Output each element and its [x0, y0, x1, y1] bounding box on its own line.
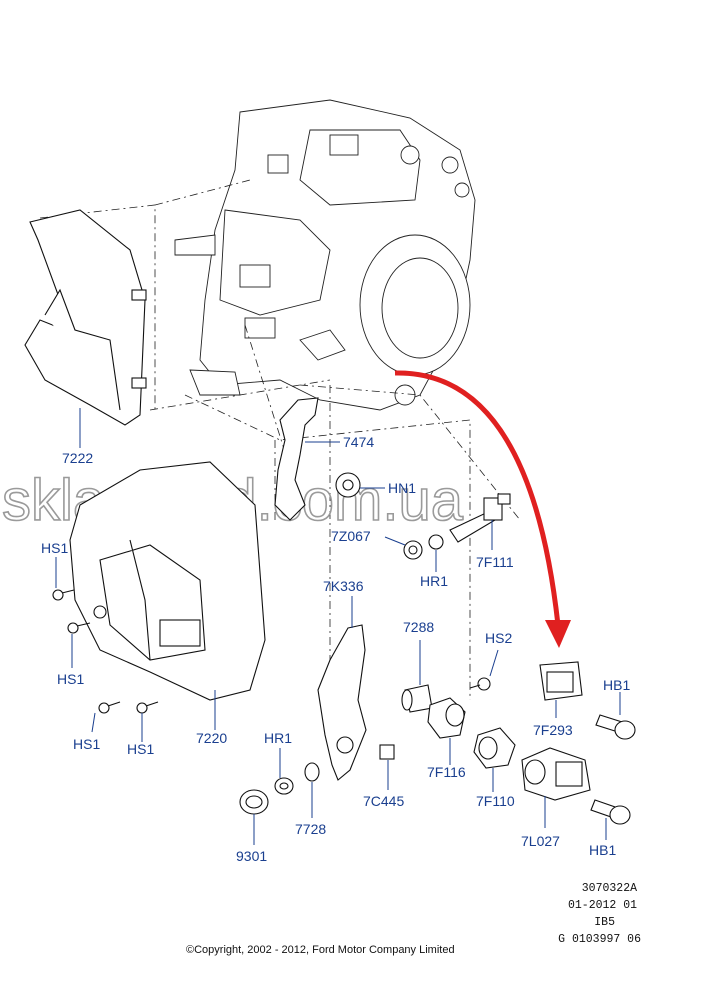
label-hs2: HS2	[485, 630, 512, 646]
ring-7728	[304, 762, 320, 782]
ref-code-line-3: IB5	[594, 916, 615, 929]
bolt-hb1-top	[595, 714, 636, 740]
label-7288: 7288	[403, 619, 434, 635]
label-9301: 9301	[236, 848, 267, 864]
label-7222: 7222	[62, 450, 93, 466]
label-7220: 7220	[196, 730, 227, 746]
label-hs1-c: HS1	[73, 736, 100, 752]
label-7f293: 7F293	[533, 722, 573, 738]
ref-code-line-2: 01-2012 01	[568, 899, 637, 912]
ref-code-line-1: 3070322A	[582, 882, 637, 895]
clip-hr1-bottom	[274, 777, 294, 795]
bolt-hs1-d	[136, 701, 159, 714]
label-7728: 7728	[295, 821, 326, 837]
part-7222-cover	[24, 209, 147, 426]
part-7220-shield	[69, 461, 266, 701]
bolt-hs2	[469, 677, 491, 691]
bolt-hs1-c	[98, 701, 121, 714]
label-hs1-d: HS1	[127, 741, 154, 757]
label-hs1-a: HS1	[41, 540, 68, 556]
ref-code-line-4: G 0103997 06	[558, 933, 641, 946]
part-7f110	[473, 727, 516, 769]
transmission-housing	[174, 99, 476, 411]
label-7k336: 7K336	[323, 578, 364, 594]
sensor-7l027	[521, 747, 591, 801]
washer-7z067	[403, 540, 423, 560]
label-7l027: 7L027	[521, 833, 560, 849]
seal-9301	[239, 789, 269, 815]
label-7f116: 7F116	[427, 764, 466, 780]
label-hs1-b: HS1	[57, 671, 84, 687]
clip-hr1-top	[428, 534, 444, 550]
nut-hn1	[335, 472, 361, 498]
label-7f111: 7F111	[476, 554, 514, 570]
label-hr1-bottom: HR1	[264, 730, 292, 746]
label-hb1-top: HB1	[603, 677, 630, 693]
bolt-hs1-a	[52, 589, 75, 601]
copyright-notice: ©Copyright, 2002 - 2012, Ford Motor Comp…	[186, 944, 455, 956]
label-hn1: HN1	[388, 480, 416, 496]
label-7474: 7474	[343, 434, 374, 450]
label-hb1-bottom: HB1	[589, 842, 616, 858]
sensor-7f293	[539, 661, 583, 701]
red-pointer-arrow	[394, 370, 571, 648]
label-7z067: 7Z067	[331, 528, 371, 544]
label-hr1-top: HR1	[420, 573, 448, 589]
label-7c445: 7C445	[363, 793, 404, 809]
part-7c445	[379, 744, 395, 760]
lever-7k336	[317, 624, 367, 781]
bolt-hs1-b	[67, 622, 91, 634]
part-7f116	[427, 697, 466, 739]
shaft-7f111	[449, 493, 511, 543]
spring-7288	[401, 684, 433, 713]
part-7474-bracket	[274, 397, 319, 521]
bolt-hb1-bottom	[590, 799, 631, 825]
label-7f110: 7F110	[476, 793, 515, 809]
